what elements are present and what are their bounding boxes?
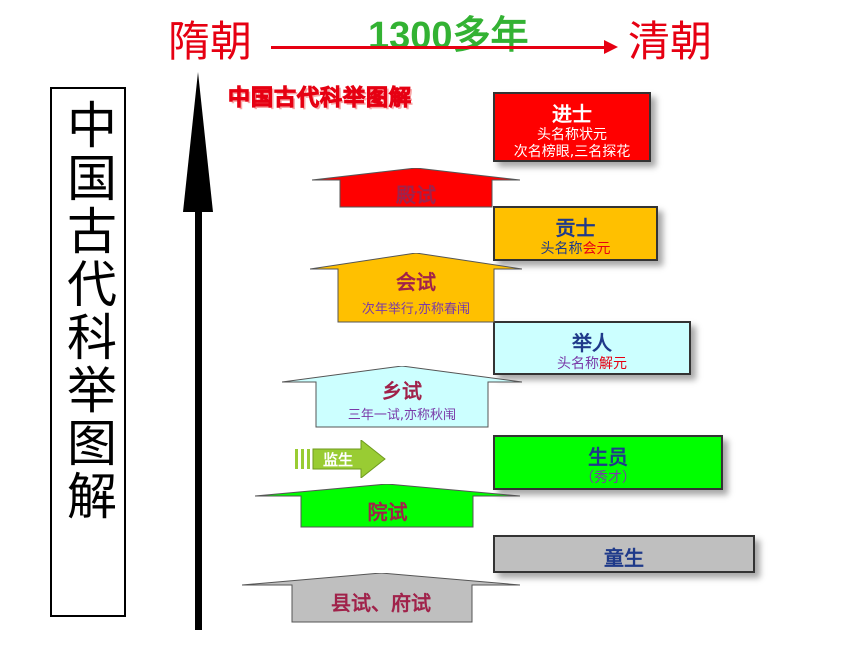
exam-sub: 三年一试,亦称秋闱 xyxy=(347,408,457,423)
degree-sub-line2: 次名榜眼,三名探花 xyxy=(513,144,631,160)
side-entry-arrow-jiansheng: 监生 xyxy=(295,438,387,480)
degree-box-gongshi: 贡士 头名称会元 xyxy=(493,206,658,261)
progress-axis-arrowhead xyxy=(183,72,213,212)
timeline-arrow-head xyxy=(604,40,618,54)
exam-arrow-huishi: 会试 次年举行,亦称春闱 xyxy=(310,253,522,323)
exam-arrow-xianshi-fushi: 县试、府试 xyxy=(242,573,520,623)
diagram-title: 中国古代科举图解 xyxy=(227,86,413,112)
degree-sub-line1: （秀才） xyxy=(580,470,636,486)
degree-title: 举人 xyxy=(572,331,612,355)
exam-sub: 次年举行,亦称春闱 xyxy=(361,302,471,317)
exam-title: 县试、府试 xyxy=(331,591,431,615)
progress-axis-line xyxy=(195,200,202,630)
exam-arrow-xiangshi: 乡试 三年一试,亦称秋闱 xyxy=(282,366,522,428)
vertical-title-box: 中国古代科举图解 xyxy=(50,87,126,617)
duration-label: 1300多年 xyxy=(368,15,529,57)
degree-box-tongsheng: 童生 xyxy=(493,535,755,573)
exam-title: 殿试 xyxy=(396,183,436,207)
degree-sub-prefix: 头名称 xyxy=(557,356,599,372)
start-dynasty-label: 隋朝 xyxy=(168,17,253,66)
degree-box-jinshi: 进士 头名称状元 次名榜眼,三名探花 xyxy=(493,92,651,162)
degree-sub-prefix: 头名称 xyxy=(540,241,583,257)
exam-title: 乡试 xyxy=(382,379,422,403)
degree-box-juren: 举人 头名称解元 xyxy=(493,321,691,375)
degree-sub-line1: 头名称会元 xyxy=(495,241,656,258)
degree-title: 生员 xyxy=(588,445,628,469)
degree-sub-line1: 头名称解元 xyxy=(495,356,689,373)
degree-title: 进士 xyxy=(552,102,592,126)
degree-title: 童生 xyxy=(604,546,644,570)
degree-sub-highlight: 解元 xyxy=(599,356,627,372)
degree-box-shengyuan: 生员 （秀才） xyxy=(493,435,723,490)
end-dynasty-label: 清朝 xyxy=(628,17,713,66)
exam-title: 会试 xyxy=(396,270,436,294)
degree-sub-line1: 头名称状元 xyxy=(537,127,607,143)
exam-arrow-yuanshi: 院试 xyxy=(255,484,520,528)
side-entry-label: 监生 xyxy=(322,451,353,469)
vertical-title-text: 中国古代科举图解 xyxy=(59,99,117,523)
degree-title: 贡士 xyxy=(555,216,596,240)
timeline-arrow-line xyxy=(271,46,609,49)
degree-sub-highlight: 会元 xyxy=(582,241,611,257)
exam-arrow-dianshi: 殿试 xyxy=(312,168,520,208)
exam-title: 院试 xyxy=(367,500,408,524)
